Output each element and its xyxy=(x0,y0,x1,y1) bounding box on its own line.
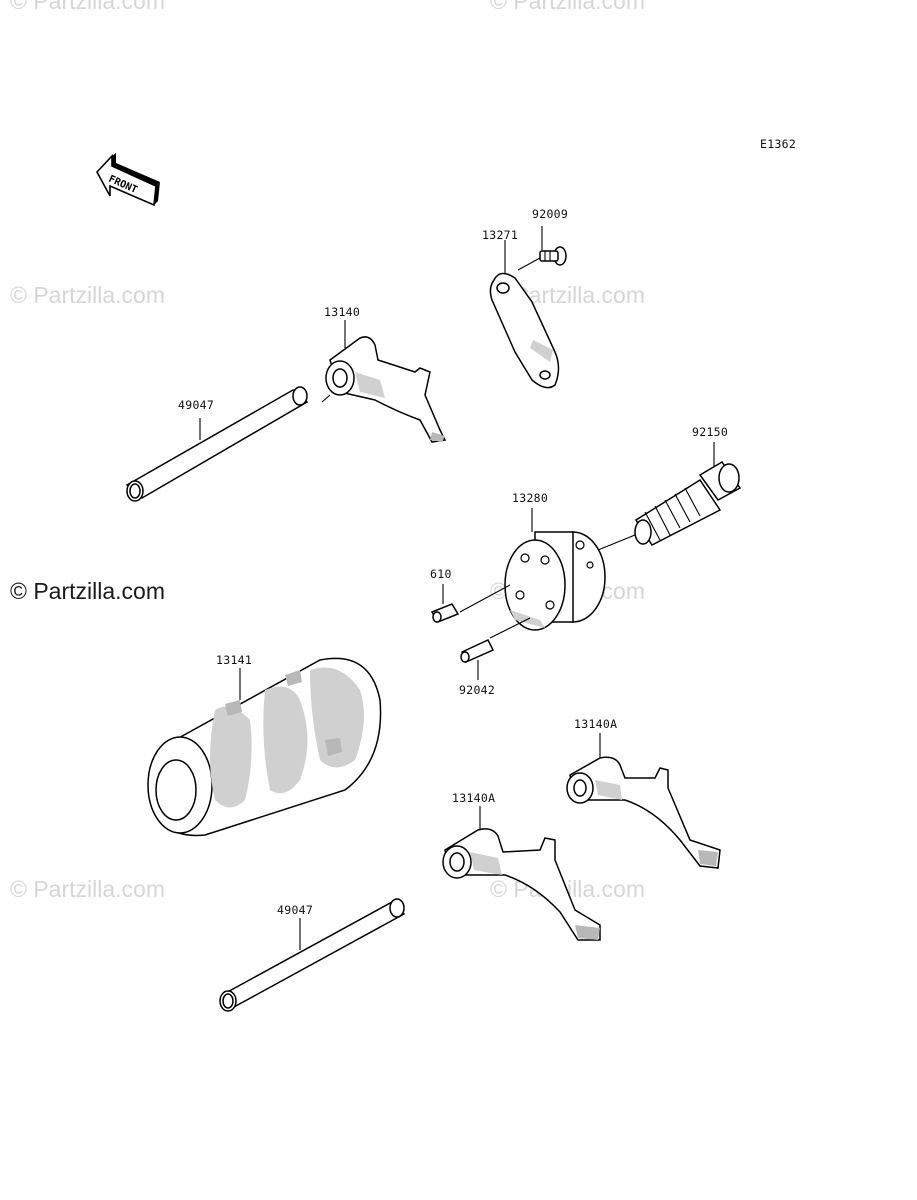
pin-92042 xyxy=(460,639,495,680)
part-label-13271[interactable]: 13271 xyxy=(482,228,519,242)
shaft-49047-bottom xyxy=(219,898,406,1012)
part-label-610[interactable]: 610 xyxy=(430,567,452,581)
watermark-left-1: © Partzilla.com xyxy=(10,282,165,308)
shift-fork-13140a-left xyxy=(442,806,601,941)
watermark-primary: © Partzilla.com xyxy=(10,578,165,604)
shaft-49047-top xyxy=(125,386,309,502)
part-label-92009[interactable]: 92009 xyxy=(532,207,569,221)
watermark-top-right: © Partzilla.com xyxy=(490,0,645,14)
bolt-92150 xyxy=(597,442,742,551)
part-label-13140a-left[interactable]: 13140A xyxy=(452,791,496,805)
part-label-92042[interactable]: 92042 xyxy=(459,683,496,697)
part-label-13140[interactable]: 13140 xyxy=(324,305,361,319)
shift-drum-13141 xyxy=(147,657,382,837)
front-arrow-icon: FRONT xyxy=(96,153,160,207)
watermark-top-left: © Partzilla.com xyxy=(10,0,165,14)
plate-13271 xyxy=(489,240,560,389)
drum-cam-13280 xyxy=(459,508,606,639)
shift-fork-13140 xyxy=(321,320,447,443)
part-label-49047-bottom[interactable]: 49047 xyxy=(277,903,314,917)
part-label-13280[interactable]: 13280 xyxy=(512,491,549,505)
watermark-left-3: © Partzilla.com xyxy=(10,876,165,902)
part-label-92150[interactable]: 92150 xyxy=(692,425,729,439)
part-label-49047-top[interactable]: 49047 xyxy=(178,398,215,412)
part-label-13140a-right[interactable]: 13140A xyxy=(574,717,618,731)
pin-610 xyxy=(430,584,460,623)
part-label-13141[interactable]: 13141 xyxy=(216,653,253,667)
diagram-code: E1362 xyxy=(760,137,797,151)
screw-92009 xyxy=(517,226,567,271)
shift-fork-13140a-right xyxy=(566,733,721,869)
